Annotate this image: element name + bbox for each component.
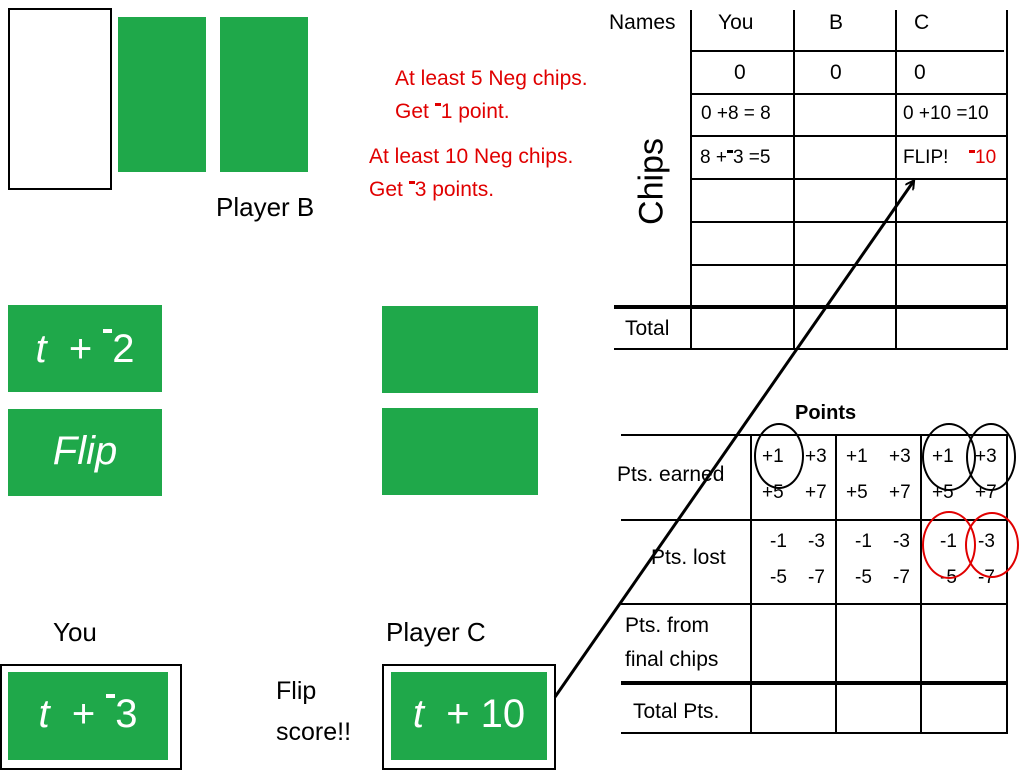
you-label: You bbox=[53, 617, 97, 647]
rule-1-line-1: At least 5 Neg chips. bbox=[395, 67, 588, 90]
chips-table-line bbox=[690, 135, 1008, 137]
col-header-c: C bbox=[914, 11, 930, 34]
flip-note-line-2: score!! bbox=[276, 718, 352, 746]
lost-b-d: -7 bbox=[893, 567, 910, 588]
chips-table-line bbox=[1006, 10, 1008, 350]
lost-b-c: -5 bbox=[855, 567, 872, 588]
points-table-line bbox=[621, 732, 1008, 734]
chips-r2-you: 0 +8 = 8 bbox=[701, 103, 771, 124]
pts-final-label-1: Pts. from bbox=[625, 614, 710, 637]
chips-table-line bbox=[690, 93, 1008, 95]
negative-sign-icon bbox=[106, 694, 116, 698]
chips-table-line bbox=[793, 10, 795, 350]
points-table-line bbox=[920, 434, 922, 734]
chips-table-line bbox=[690, 178, 1008, 180]
lost-b-b: -3 bbox=[893, 531, 910, 552]
flip-note-line-1: Flip bbox=[276, 677, 317, 705]
chips-table-line bbox=[895, 10, 897, 350]
chips-r1-b: 0 bbox=[830, 61, 842, 84]
negative-sign-icon bbox=[103, 329, 113, 333]
points-title: Points bbox=[795, 402, 857, 424]
player-c-card: t + 10 bbox=[391, 672, 547, 760]
negative-sign-icon bbox=[726, 150, 733, 153]
pts-total-label: Total Pts. bbox=[633, 700, 720, 723]
points-table-line bbox=[621, 603, 1008, 605]
lost-you-c: -5 bbox=[770, 567, 787, 588]
chips-table-line bbox=[614, 348, 1008, 350]
middle-card-1 bbox=[382, 306, 538, 393]
chips-r1-you: 0 bbox=[734, 61, 746, 84]
card-t-plus-neg-2: t + 2 bbox=[8, 305, 162, 392]
chips-table-line bbox=[690, 221, 1008, 223]
chips-total-label: Total bbox=[625, 317, 670, 340]
points-table-line bbox=[1006, 434, 1008, 734]
chips-table-total-rule bbox=[614, 305, 1008, 309]
earned-b-a: +1 bbox=[846, 446, 868, 467]
negative-sign-icon bbox=[434, 103, 441, 106]
circle-earned-c-plus3 bbox=[966, 423, 1016, 491]
middle-card-2 bbox=[382, 408, 538, 495]
card-flip: Flip bbox=[8, 409, 162, 496]
player-c-label: Player C bbox=[386, 617, 486, 647]
points-table-line bbox=[835, 434, 837, 734]
pts-lost-label: Pts. lost bbox=[651, 546, 726, 569]
earned-you-b: +3 bbox=[805, 446, 827, 467]
lost-you-a: -1 bbox=[770, 531, 787, 552]
points-table-line bbox=[621, 434, 1008, 436]
circle-lost-c-minus3 bbox=[965, 512, 1019, 578]
earned-b-c: +5 bbox=[846, 482, 868, 503]
pts-final-label-2: final chips bbox=[625, 648, 719, 671]
chips-r3-c-flip: FLIP! bbox=[903, 147, 949, 168]
chips-table-line bbox=[690, 10, 692, 350]
chips-r2-c: 0 +10 =10 bbox=[903, 103, 989, 124]
chips-table-line bbox=[690, 264, 1008, 266]
chips-r3-you: 8 +3 =5 bbox=[700, 147, 771, 168]
chips-r1-c: 0 bbox=[914, 61, 926, 84]
rule-2-line-2: Get 3 points. bbox=[369, 178, 495, 201]
points-table-total-rule bbox=[621, 681, 1008, 685]
card-outline-b bbox=[8, 8, 112, 190]
earned-you-d: +7 bbox=[805, 482, 827, 503]
lost-you-b: -3 bbox=[808, 531, 825, 552]
lost-you-d: -7 bbox=[808, 567, 825, 588]
col-header-you: You bbox=[718, 11, 754, 34]
negative-sign-icon bbox=[408, 181, 415, 184]
points-table-line bbox=[621, 519, 1008, 521]
you-card: t + 3 bbox=[8, 672, 168, 760]
points-table-line bbox=[750, 434, 752, 734]
player-b-card-2 bbox=[220, 17, 308, 172]
lost-b-a: -1 bbox=[855, 531, 872, 552]
negative-sign-icon bbox=[969, 150, 975, 153]
rule-1-line-2: Get 1 point. bbox=[395, 100, 510, 123]
earned-b-d: +7 bbox=[889, 482, 911, 503]
chips-table-line bbox=[690, 50, 1004, 52]
col-header-b: B bbox=[829, 11, 844, 34]
chips-r3-c-value: 10 bbox=[969, 147, 996, 169]
rule-2-line-1: At least 10 Neg chips. bbox=[369, 145, 574, 168]
circle-earned-you-plus1 bbox=[754, 423, 804, 489]
player-b-label: Player B bbox=[216, 192, 315, 222]
player-b-card-1 bbox=[118, 17, 206, 172]
names-header: Names bbox=[609, 11, 676, 34]
earned-b-b: +3 bbox=[889, 446, 911, 467]
pts-earned-label: Pts. earned bbox=[617, 463, 725, 486]
